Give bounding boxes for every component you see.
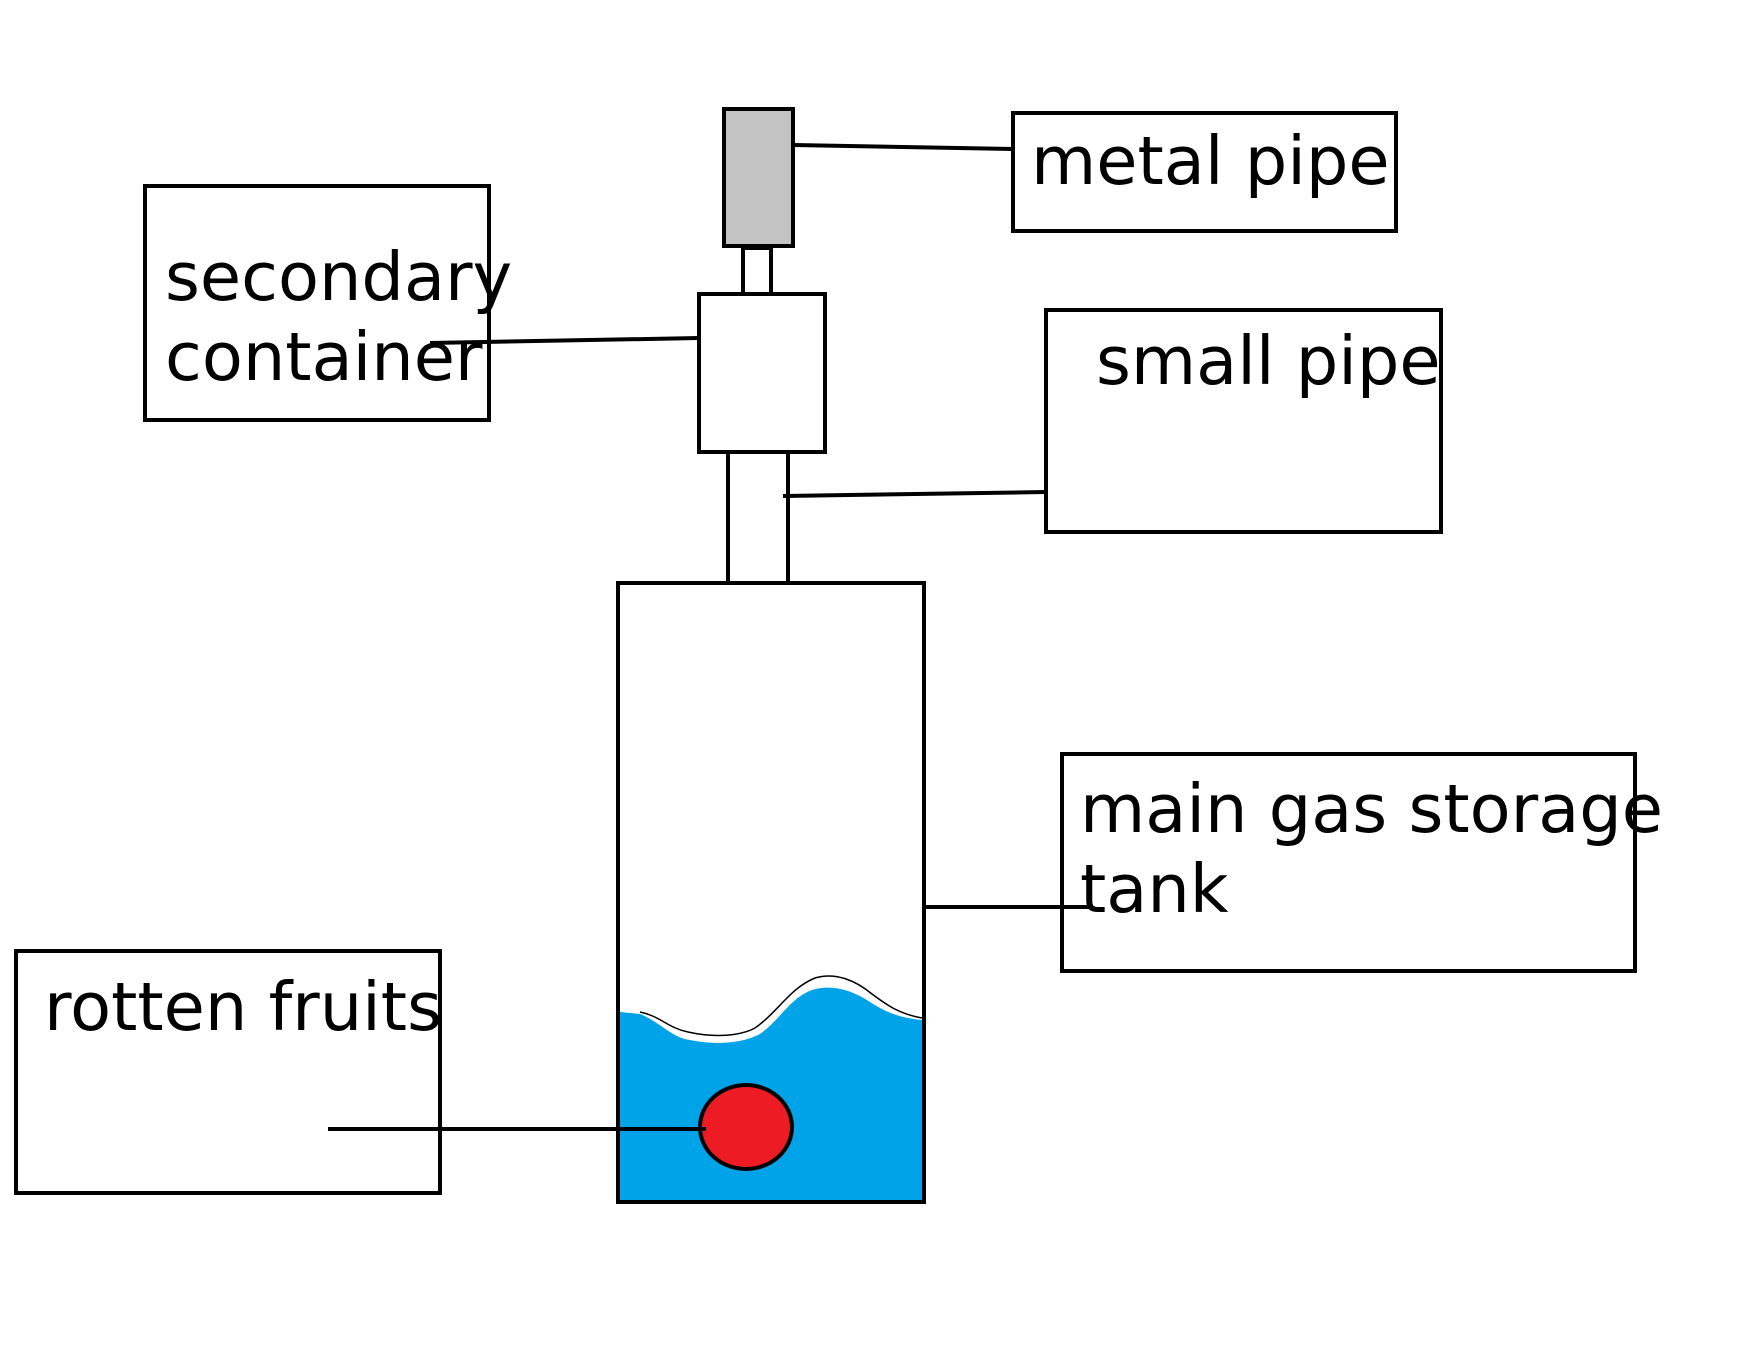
metal-pipe-connector [741,246,773,296]
label-box-metal-pipe [1011,111,1398,233]
label-box-rotten-fruits [14,949,442,1195]
rotten-fruit [698,1083,794,1171]
label-small-pipe: small pipe [1096,322,1441,400]
label-main-gas-storage-tank-line1: main gas storage [1080,770,1663,848]
label-box-main-gas-storage-tank [1060,752,1637,973]
leader-line-small-pipe [782,490,1047,498]
label-secondary-container-line1: secondary [165,238,512,316]
label-box-secondary-container [143,184,491,422]
label-box-small-pipe [1044,308,1443,534]
leader-line-metal-pipe [792,143,1014,151]
water-surface-outline [639,975,923,1037]
label-secondary-container-line2: container [165,318,483,396]
label-main-gas-storage-tank-line2: tank [1080,850,1229,928]
secondary-container [697,292,827,454]
label-metal-pipe: metal pipe [1031,122,1390,200]
metal-pipe [722,107,795,248]
leader-line-secondary-container [429,336,700,345]
label-rotten-fruits: rotten fruits [44,968,442,1046]
